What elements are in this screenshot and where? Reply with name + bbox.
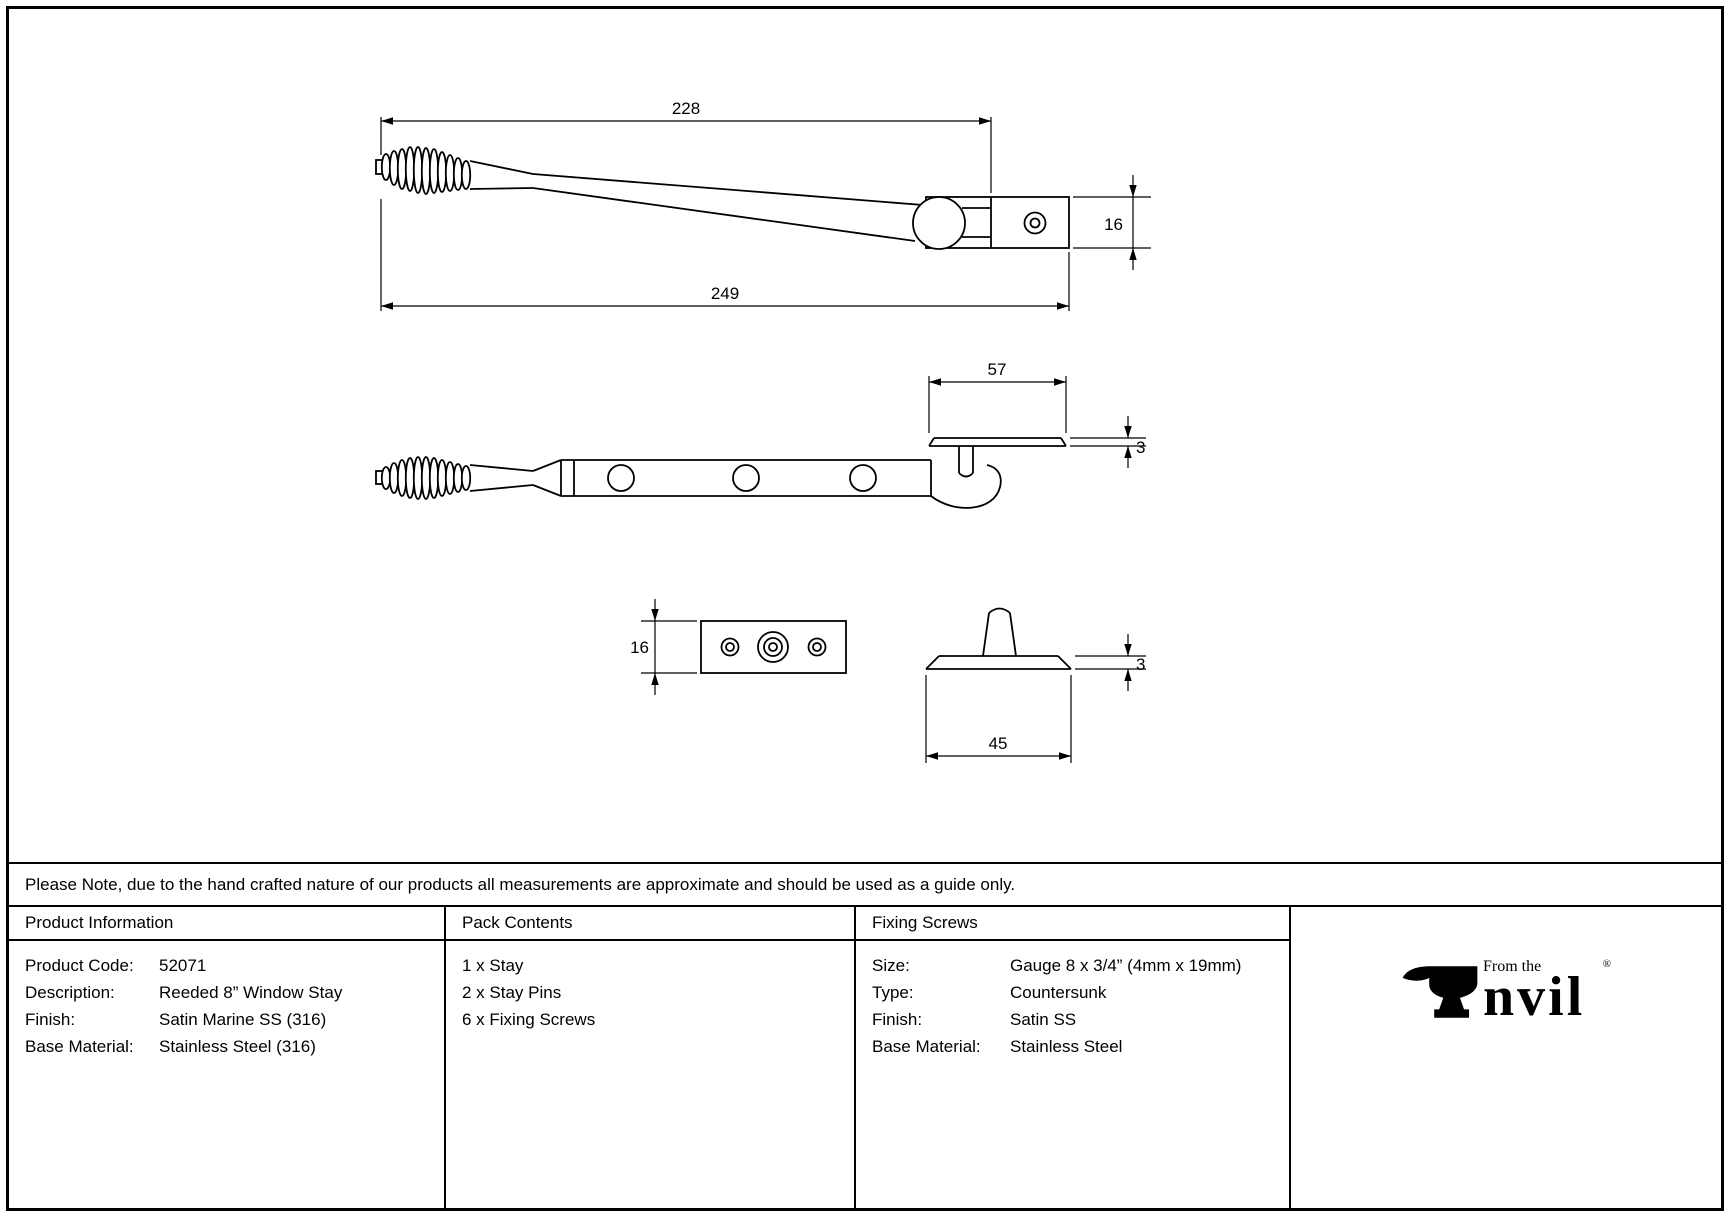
- pivot-circle: [912, 196, 966, 250]
- keep-center-ring-inner: [768, 642, 778, 652]
- table-row: Finish: Satin Marine SS (316): [25, 1006, 438, 1033]
- table-row: Finish: Satin SS: [872, 1006, 1283, 1033]
- row-label: Base Material:: [872, 1037, 981, 1056]
- pin-bottom-arc: [958, 472, 974, 478]
- bar-hole-1: [607, 464, 635, 492]
- keep-center-ring-mid: [763, 637, 783, 657]
- table-row: Type: Countersunk: [872, 979, 1283, 1006]
- product-information-header: Product Information: [9, 907, 444, 941]
- stay-top-view: [375, 437, 1067, 509]
- keep-center-ring-outer: [757, 631, 789, 663]
- brand-logo: From the ® nvil: [1401, 959, 1611, 1025]
- neck-bottom-line: [469, 484, 534, 492]
- pack-item: 2 x Stay Pins: [462, 983, 562, 1002]
- dim-keep-16-label: 16: [630, 638, 649, 657]
- row-label: Finish:: [872, 1010, 923, 1029]
- keep-plate-outline: [700, 620, 847, 674]
- technical-drawing-svg: 228 249 16: [375, 99, 1151, 763]
- brand-logo-cell: From the ® nvil: [1291, 907, 1721, 1208]
- table-row: Description: Reeded 8” Window Stay: [25, 979, 438, 1006]
- row-value: Stainless Steel (316): [159, 1037, 316, 1056]
- pack-contents-column: Pack Contents 1 x Stay 2 x Stay Pins 6 x…: [446, 907, 856, 1208]
- pack-item: 1 x Stay: [462, 956, 524, 975]
- spec-sheet: 228 249 16: [6, 6, 1724, 1211]
- dim-228-label: 228: [672, 99, 700, 118]
- keep-hole-left-outer: [720, 637, 740, 657]
- dim-249: 249: [380, 199, 1070, 311]
- brand-wordmark: nvil: [1483, 966, 1586, 1028]
- screw-inner: [1029, 217, 1041, 229]
- table-row: Size: Gauge 8 x 3/4” (4mm x 19mm): [872, 952, 1283, 979]
- info-table: Product Information Product Code: 52071 …: [9, 907, 1721, 1208]
- pack-item: 6 x Fixing Screws: [462, 1010, 596, 1029]
- arm-bottom: [532, 187, 916, 242]
- pin-plate-edge: [928, 437, 1067, 447]
- fixing-screws-header: Fixing Screws: [856, 907, 1289, 941]
- pin-cone-left: [982, 612, 990, 657]
- dim-block-16: 16: [1073, 175, 1151, 270]
- screw-outer: [1023, 211, 1047, 235]
- dim-45: 45: [925, 675, 1072, 763]
- table-row: Base Material: Stainless Steel (316): [25, 1033, 438, 1060]
- dim-keep-16: 16: [630, 599, 697, 695]
- stay-side-view: [375, 146, 1070, 250]
- keep-hole-right-inner: [812, 642, 822, 652]
- flare-top: [532, 459, 562, 472]
- dim-plate-3: 3: [1070, 416, 1146, 468]
- dim-249-label: 249: [711, 284, 739, 303]
- row-label: Size:: [872, 956, 910, 975]
- dim-block-16-label: 16: [1104, 215, 1123, 234]
- row-value: Gauge 8 x 3/4” (4mm x 19mm): [1010, 956, 1242, 975]
- measurement-note: Please Note, due to the hand crafted nat…: [9, 862, 1721, 907]
- dim-228: 228: [380, 99, 992, 193]
- neck-bottom: [469, 187, 534, 190]
- row-label: Product Code:: [25, 956, 134, 975]
- fixing-screws-column: Fixing Screws Size: Gauge 8 x 3/4” (4mm …: [856, 907, 1291, 1208]
- row-label: Type:: [872, 983, 914, 1002]
- row-label: Base Material:: [25, 1037, 134, 1056]
- row-label: Finish:: [25, 1010, 76, 1029]
- keep-hole-right-outer: [807, 637, 827, 657]
- pin-base-left-chamfer: [925, 655, 940, 670]
- anvil-icon: [1402, 966, 1478, 1018]
- row-value: Countersunk: [1010, 983, 1107, 1002]
- pin-cone-right: [1009, 612, 1017, 657]
- row-value: Stainless Steel: [1010, 1037, 1123, 1056]
- row-value: Satin Marine SS (316): [159, 1010, 327, 1029]
- product-information-column: Product Information Product Code: 52071 …: [9, 907, 446, 1208]
- note-text: Please Note, due to the hand crafted nat…: [25, 874, 1016, 894]
- pack-contents-header: Pack Contents: [446, 907, 854, 941]
- reeded-knob-top: [380, 456, 472, 500]
- pin-base-right-chamfer: [1057, 655, 1072, 670]
- dim-57: 57: [928, 360, 1067, 433]
- registered-trademark-symbol: ®: [1602, 958, 1611, 970]
- neck-top: [469, 160, 534, 175]
- flare-bottom: [532, 484, 562, 497]
- arm-top: [532, 173, 924, 206]
- row-value: Satin SS: [1010, 1010, 1077, 1029]
- dim-plate-3-label: 3: [1136, 438, 1145, 457]
- dim-pin-3: 3: [1075, 634, 1146, 691]
- keep-plate-front-view: [700, 620, 847, 674]
- dim-57-label: 57: [988, 360, 1007, 379]
- row-value: 52071: [159, 956, 207, 975]
- bar-hole-2: [732, 464, 760, 492]
- reeded-knob-side: [380, 146, 472, 195]
- brand-tagline: From the: [1483, 958, 1542, 975]
- pin-cone-cap: [988, 607, 1011, 614]
- keep-hole-left-inner: [725, 642, 735, 652]
- dim-pin-3-label: 3: [1136, 655, 1145, 674]
- stay-end-hook: [930, 464, 1002, 509]
- dim-45-label: 45: [989, 734, 1008, 753]
- brand-logo-text: From the ® nvil: [1483, 958, 1611, 1028]
- row-value: Reeded 8” Window Stay: [159, 983, 343, 1002]
- technical-drawing-area: 228 249 16: [9, 9, 1721, 862]
- bar-hole-3: [849, 464, 877, 492]
- table-row: Base Material: Stainless Steel: [872, 1033, 1283, 1060]
- stay-pin-side-view: [925, 607, 1072, 670]
- row-label: Description:: [25, 983, 115, 1002]
- table-row: Product Code: 52071: [25, 952, 438, 979]
- neck-top-line: [469, 464, 534, 472]
